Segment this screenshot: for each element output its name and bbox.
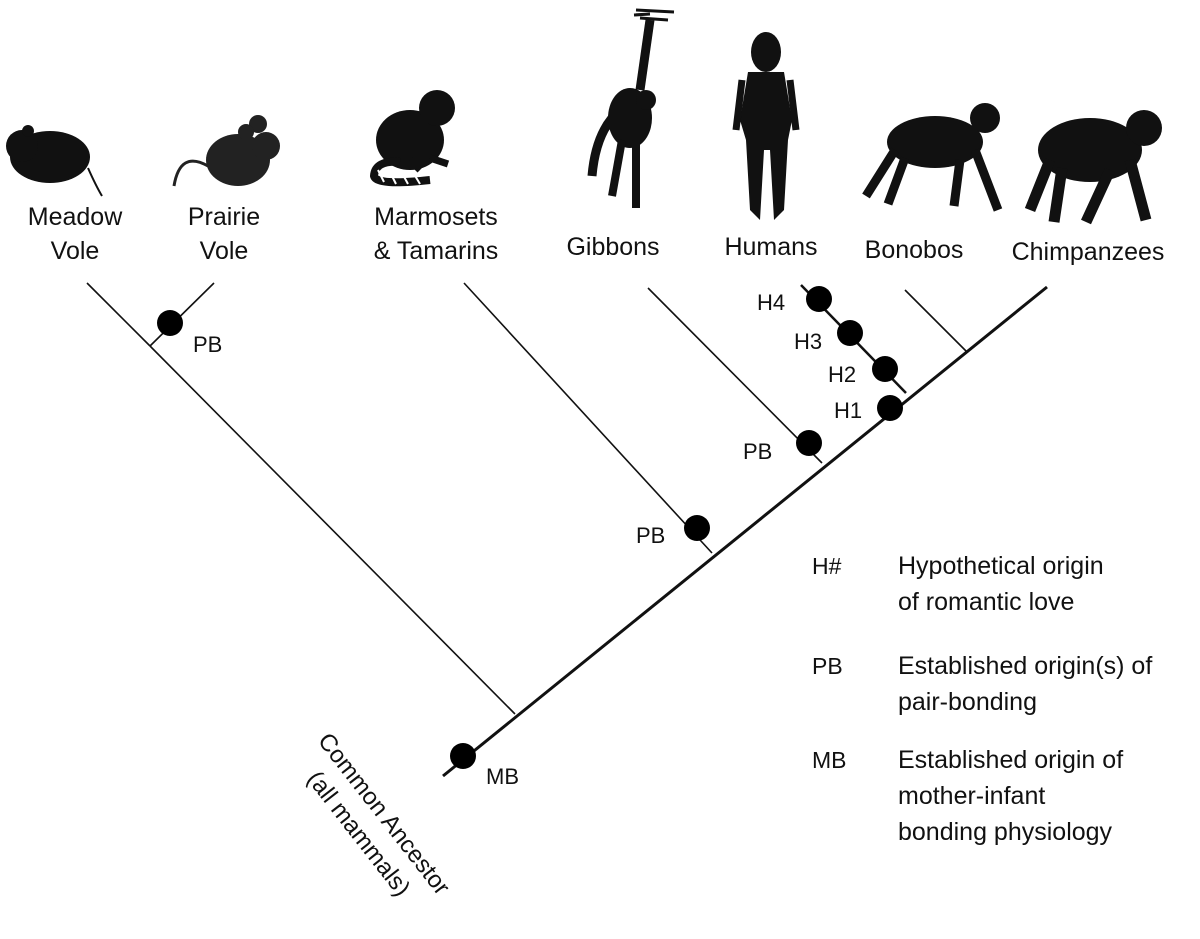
legend-desc-pb: Established origin(s) of pair-bonding (898, 652, 1153, 716)
legend-desc-mb: Established origin of mother-infant bond… (898, 746, 1124, 846)
legend-key-mb: MB (812, 747, 847, 773)
gibbon-silhouette (587, 8, 675, 208)
label-vole-pb: PB (193, 332, 222, 357)
phylogenetic-tree: PB PB PB H1 H2 H3 H4 MB (6, 8, 1162, 789)
taxon-label-bonobos: Bonobos (864, 236, 964, 264)
tree-branches (86, 282, 1048, 778)
taxon-label-meadow-vole: Meadow Vole (27, 203, 123, 265)
legend-key-h: H# (812, 553, 842, 579)
branch-gibbons (647, 287, 823, 464)
taxon-label-humans: Humans (724, 233, 818, 261)
node-markers (157, 286, 903, 769)
taxon-label-gibbons: Gibbons (566, 233, 660, 261)
marker-h2 (872, 356, 898, 382)
branch-bonobos (904, 289, 967, 352)
marker-gibbon-pb (796, 430, 822, 456)
legend-desc-h: Hypothetical origin of romantic love (898, 552, 1104, 616)
marker-vole-pb (157, 310, 183, 336)
label-h3: H3 (794, 329, 822, 354)
legend-key-pb: PB (812, 653, 843, 679)
marker-h3 (837, 320, 863, 346)
label-h1: H1 (834, 398, 862, 423)
marker-h4 (806, 286, 832, 312)
branch-voles-stem (149, 345, 516, 715)
label-marmoset-pb: PB (636, 523, 665, 548)
taxon-label-chimpanzees: Chimpanzees (1011, 238, 1165, 266)
mouse-silhouette (172, 115, 280, 187)
marmoset-silhouette (369, 90, 455, 187)
branch-marmosets (463, 282, 713, 554)
human-silhouette (732, 32, 800, 220)
marker-h1 (877, 395, 903, 421)
label-h2: H2 (828, 362, 856, 387)
bonobo-silhouette (862, 103, 1003, 212)
taxon-label-prairie-vole: Prairie Vole (187, 203, 261, 265)
vole-silhouette (6, 125, 103, 197)
main-trunk (442, 285, 1048, 778)
label-root-mb: MB (486, 764, 519, 789)
marker-marmoset-pb (684, 515, 710, 541)
marker-root-mb (450, 743, 476, 769)
branch-prairie-vole (149, 282, 215, 347)
branch-meadow-vole (86, 282, 151, 347)
label-h4: H4 (757, 290, 785, 315)
label-gibbon-pb: PB (743, 439, 772, 464)
taxon-label-marmosets: Marmosets & Tamarins (373, 203, 499, 265)
chimpanzee-silhouette (1024, 110, 1162, 225)
